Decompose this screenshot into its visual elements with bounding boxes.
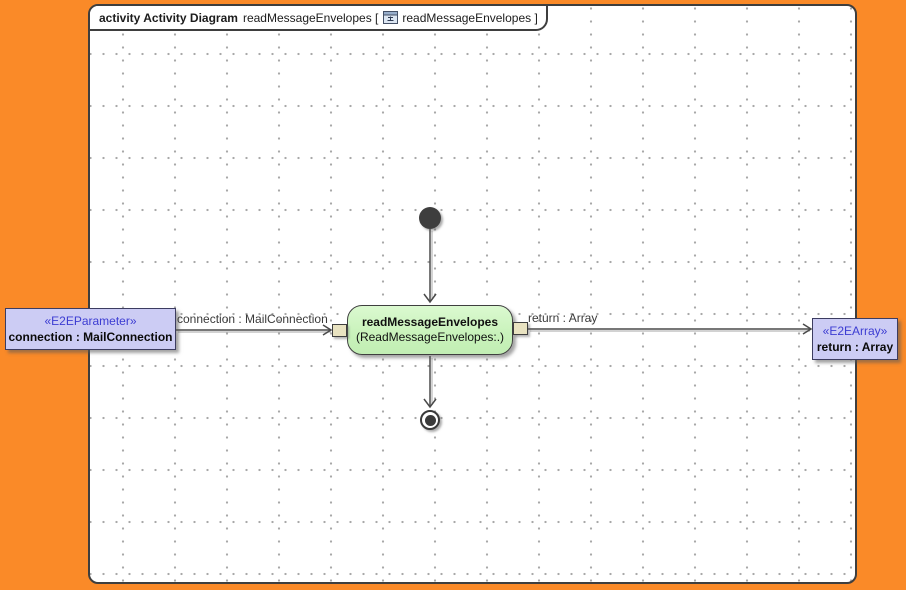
activity-diagram-icon xyxy=(383,11,399,24)
action-node-readMessageEnvelopes[interactable]: readMessageEnvelopes (ReadMessageEnvelop… xyxy=(347,305,513,355)
parameter-stereotype: «E2EParameter» xyxy=(44,314,137,328)
parameter-node-return[interactable]: «E2EArray» return : Array xyxy=(812,318,898,360)
diagram-canvas[interactable]: activity Activity Diagram readMessageEnv… xyxy=(88,4,857,584)
frame-context-name: readMessageEnvelopes ] xyxy=(402,10,538,25)
flow-parameter-to-input-pin[interactable] xyxy=(176,324,333,336)
input-pin[interactable] xyxy=(332,324,347,337)
frame-diagram-name: readMessageEnvelopes [ xyxy=(242,10,379,25)
initial-node[interactable] xyxy=(419,207,441,229)
action-behavior-reference: (ReadMessageEnvelopes:.) xyxy=(355,330,505,344)
flow-action-to-final[interactable] xyxy=(423,356,437,409)
parameter-stereotype: «E2EArray» xyxy=(822,324,888,338)
output-pin[interactable] xyxy=(513,322,528,335)
action-name: readMessageEnvelopes xyxy=(361,315,499,329)
activity-final-inner-dot xyxy=(424,414,436,426)
flow-start-to-action[interactable] xyxy=(423,229,437,304)
flow-output-pin-to-parameter[interactable] xyxy=(528,323,813,335)
activity-final-node[interactable] xyxy=(420,410,440,430)
frame-keyword: activity Activity Diagram xyxy=(99,10,238,25)
parameter-name: return : Array xyxy=(816,340,894,354)
edge-label-return[interactable]: return : Array xyxy=(528,311,598,325)
parameter-node-connection[interactable]: «E2EParameter» connection : MailConnecti… xyxy=(5,308,176,350)
edge-label-connection[interactable]: connection : MailConnection xyxy=(177,312,328,326)
diagram-frame-tab[interactable]: activity Activity Diagram readMessageEnv… xyxy=(90,6,548,31)
parameter-name: connection : MailConnection xyxy=(8,330,173,344)
